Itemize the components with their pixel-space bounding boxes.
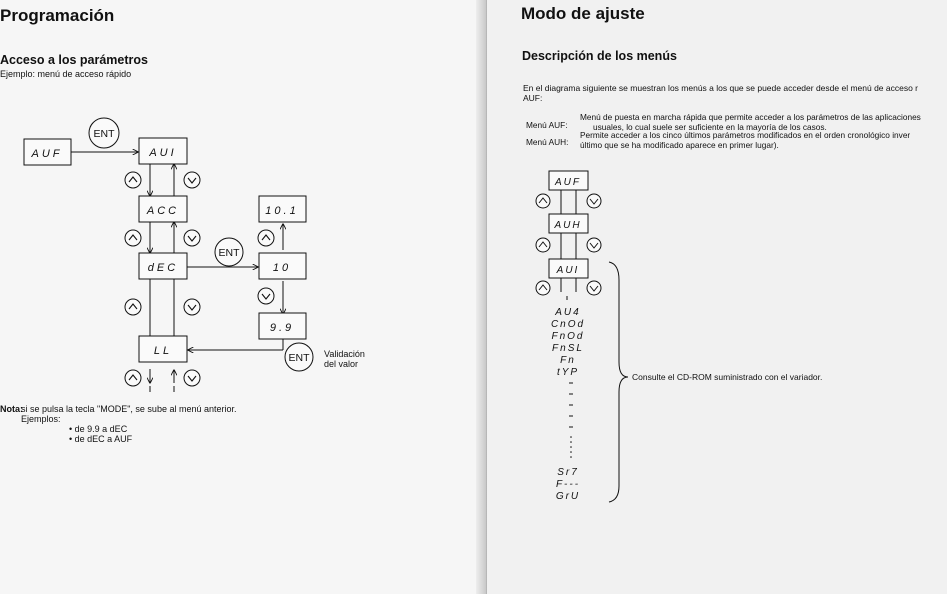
up-key-icon <box>124 369 142 387</box>
examples-label: Ejemplos: <box>21 414 61 424</box>
down-key-icon <box>586 237 602 253</box>
cdrom-note: Consulte el CD-ROM suministrado con el v… <box>632 372 822 382</box>
menu-item: FnOd <box>551 331 584 342</box>
menu-item: FnSL <box>552 343 584 354</box>
left-page-title: Programación <box>0 6 115 25</box>
down-key-icon <box>183 298 201 316</box>
menu-item: F--- <box>556 479 580 490</box>
validation-label-line1: Validación <box>324 349 365 359</box>
display-aui: AUI <box>148 147 176 159</box>
up-key-icon <box>124 298 142 316</box>
display-ll: LL <box>154 345 172 357</box>
intro-line1: En el diagrama siguiente se muestran los… <box>523 83 919 93</box>
down-key-icon <box>257 287 275 305</box>
down-key-icon <box>183 369 201 387</box>
menu-auf-line1: Menú de puesta en marcha rápida que perm… <box>580 112 921 122</box>
quick-menu-diagram: AUF AUI ACC dEC 10.1 10 9.9 LL ENT ENT E… <box>23 117 365 392</box>
menu-auh-line1: Permite acceder a los cinco últimos pará… <box>580 130 911 140</box>
menu-item: Sr7 <box>557 467 579 478</box>
ent-label: ENT <box>94 128 116 140</box>
display-9-9: 9.9 <box>270 322 294 334</box>
ent-button-icon <box>284 342 314 372</box>
menu-item: tYP <box>557 367 579 378</box>
menu-item: GrU <box>556 491 580 502</box>
up-key-icon <box>535 193 551 209</box>
up-key-icon <box>535 237 551 253</box>
menu-auf-label: Menú AUF: <box>526 120 568 130</box>
up-key-icon <box>257 229 275 247</box>
right-page-title: Modo de ajuste <box>521 4 645 23</box>
down-key-icon <box>586 193 602 209</box>
display-dec: dEC <box>148 262 178 274</box>
menu-item: AU4 <box>554 307 580 318</box>
down-key-icon <box>183 171 201 189</box>
display-auf: AUF <box>31 148 63 160</box>
intro-line2: AUF: <box>523 93 543 103</box>
display-aui: AUI <box>556 265 580 276</box>
menu-item: Fn <box>560 355 576 366</box>
note-text: si se pulsa la tecla "MODE", se sube al … <box>21 404 237 414</box>
down-key-icon <box>586 280 602 296</box>
example-caption: Ejemplo: menú de acceso rápido <box>0 69 132 79</box>
menu-tree-diagram: AUF AUH AUI <box>535 170 822 503</box>
menu-auf-line2: usuales, lo cual suele ser suficiente en… <box>593 122 827 132</box>
display-10: 10 <box>273 262 291 274</box>
right-page: Modo de ajuste Descripción de los menús … <box>487 0 947 594</box>
ent-label: ENT <box>219 247 241 259</box>
up-key-icon <box>535 280 551 296</box>
section-title-access: Acceso a los parámetros <box>0 53 148 67</box>
left-page: Programación Acceso a los parámetros Eje… <box>0 6 365 444</box>
display-auf: AUF <box>554 177 581 188</box>
up-key-icon <box>124 171 142 189</box>
menu-item: CnOd <box>551 319 585 330</box>
display-auh: AUH <box>553 220 581 231</box>
menu-auh-label: Menú AUH: <box>526 137 569 147</box>
down-key-icon <box>183 229 201 247</box>
up-key-icon <box>124 229 142 247</box>
menu-auh-line2: último que se ha modificado aparece en p… <box>580 140 779 150</box>
ent-button-icon <box>214 237 244 267</box>
example-item: • de 9.9 a dEC <box>69 424 128 434</box>
ent-label: ENT <box>289 352 311 364</box>
display-acc: ACC <box>146 205 179 217</box>
validation-label-line2: del valor <box>324 359 358 369</box>
display-10-1: 10.1 <box>265 205 298 217</box>
example-item: • de dEC a AUF <box>69 434 133 444</box>
section-title-menus: Descripción de los menús <box>522 49 677 63</box>
ent-button-icon <box>88 117 120 149</box>
note-label: Nota: <box>0 404 23 414</box>
